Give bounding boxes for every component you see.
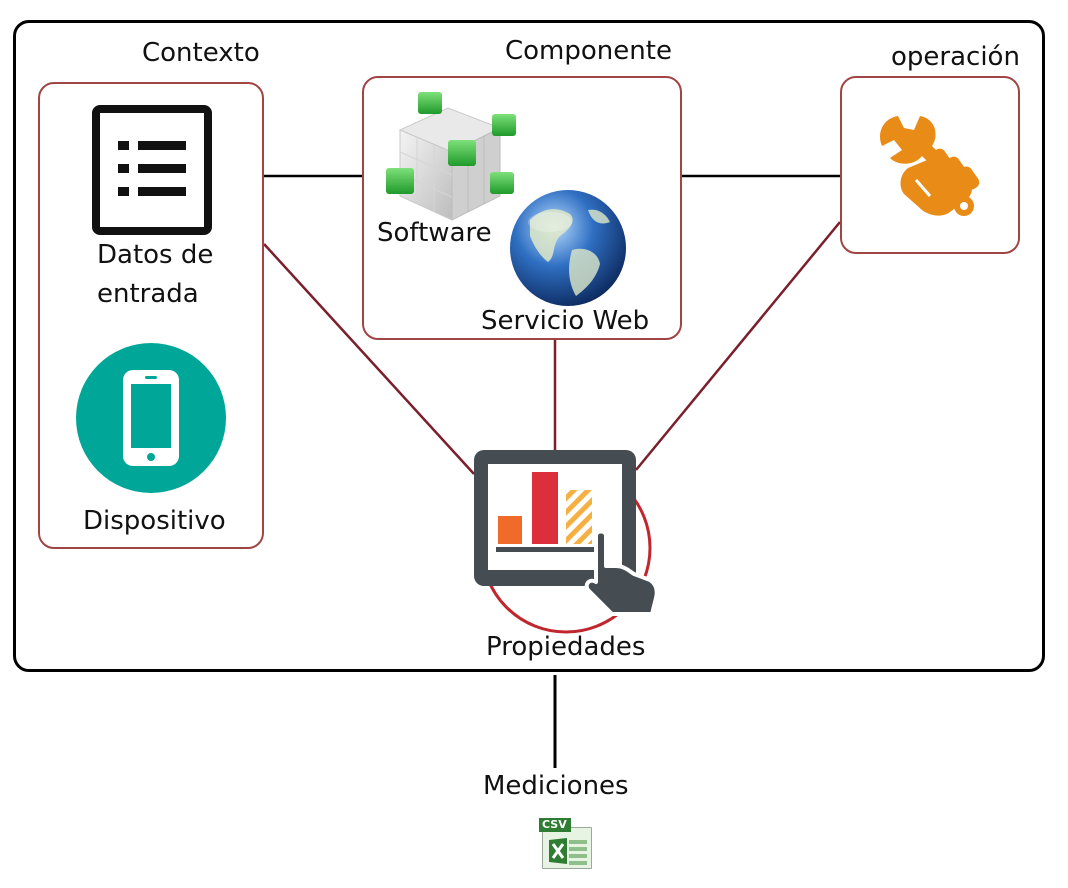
item-label-propiedades: Propiedades (486, 632, 646, 662)
item-label-dispositivo: Dispositivo (83, 506, 226, 536)
group-box-contexto (38, 82, 264, 549)
item-label-datos-line1: Datos de (97, 240, 214, 270)
system-frame (13, 20, 1045, 672)
item-label-servicio-web: Servicio Web (481, 306, 650, 336)
group-title-contexto: Contexto (142, 38, 260, 68)
group-title-operacion: operación (891, 42, 1020, 72)
csv-file-icon: CSV (539, 818, 595, 870)
csv-badge-label: CSV (542, 818, 567, 831)
item-label-software: Software (377, 218, 492, 248)
item-label-mediciones: Mediciones (483, 771, 629, 801)
item-label-datos-line2: entrada (97, 279, 199, 309)
connector-contexto-propiedades (263, 243, 475, 475)
group-title-componente: Componente (505, 36, 672, 66)
group-box-componente (362, 76, 682, 340)
connector-operacion-propiedades (635, 221, 841, 471)
group-box-operacion (840, 76, 1020, 254)
